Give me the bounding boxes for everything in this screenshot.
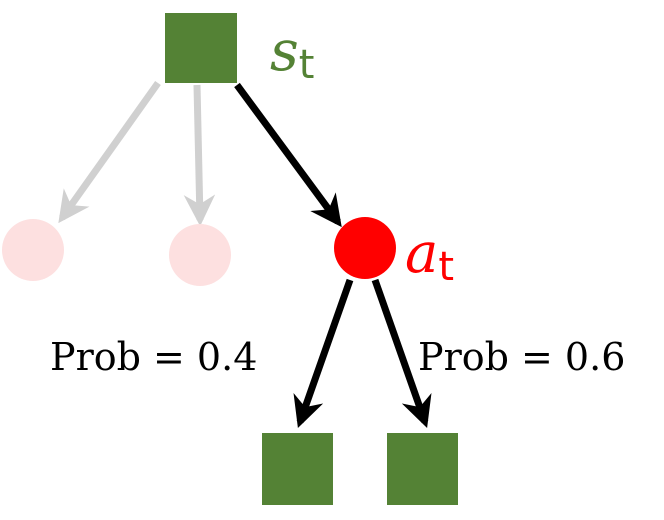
next-state-node-left — [262, 433, 333, 505]
transition-arrow-right — [371, 278, 432, 428]
next-state-node-right — [387, 433, 458, 505]
transition-prob-right: Prob = 0.6 — [418, 335, 625, 379]
state-label: st — [270, 19, 314, 88]
faded-action-node-middle — [169, 224, 231, 286]
transition-arrow-left — [293, 278, 354, 428]
faded-arrow-middle — [183, 84, 216, 227]
state-node-current — [165, 13, 237, 83]
action-node-chosen — [334, 217, 396, 279]
chosen-action-arrow — [234, 82, 342, 228]
faded-action-node-left — [2, 219, 64, 281]
action-label: at — [405, 221, 454, 290]
faded-arrow-left — [58, 80, 161, 224]
transition-prob-left: Prob = 0.4 — [50, 335, 257, 379]
